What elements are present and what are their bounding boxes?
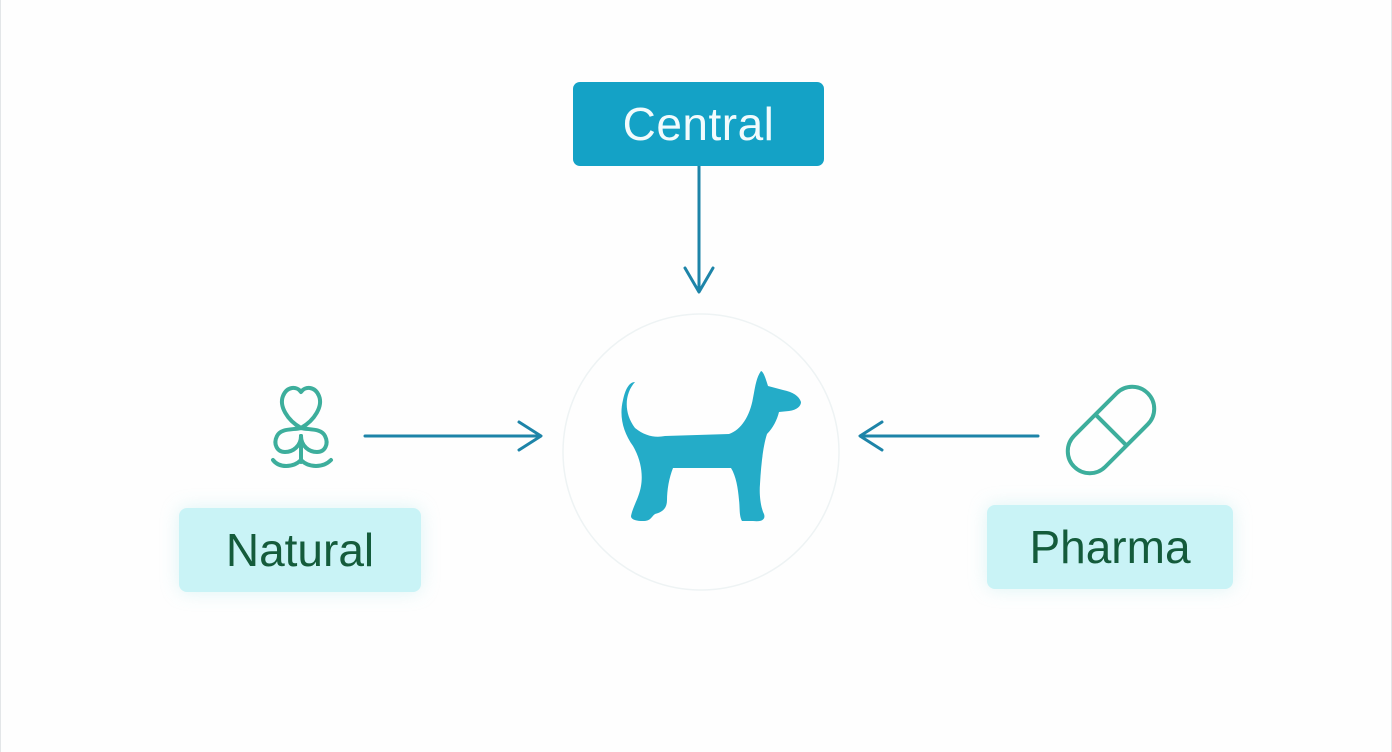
sprout-base-left [271,458,303,468]
sprout-leaf-left [273,426,303,454]
arrow-pharma-to-dog [858,420,1040,452]
sprout-base-right [299,458,333,468]
plant-sprout-icon [271,385,333,468]
node-central-label: Central [622,98,775,150]
node-natural-label: Natural [225,524,375,576]
node-pharma-label: Pharma [1029,521,1191,573]
arrow-pharma-head [858,420,884,452]
sprout-outer-leaf [280,385,322,430]
arrow-natural-to-dog [363,420,543,452]
arrow-central-to-dog [683,164,715,294]
dog-icon [621,371,801,522]
center-halo [562,313,840,591]
arrow-natural-head [517,420,543,452]
node-pharma: Pharma [987,505,1233,589]
pill-capsule-icon [1065,384,1157,476]
node-natural: Natural [179,508,421,592]
pill-outline [1065,384,1157,476]
node-central: Central [573,82,824,166]
arrow-central-head [683,266,715,294]
pill-divider [1094,413,1128,447]
sprout-leaf-right [299,426,329,454]
